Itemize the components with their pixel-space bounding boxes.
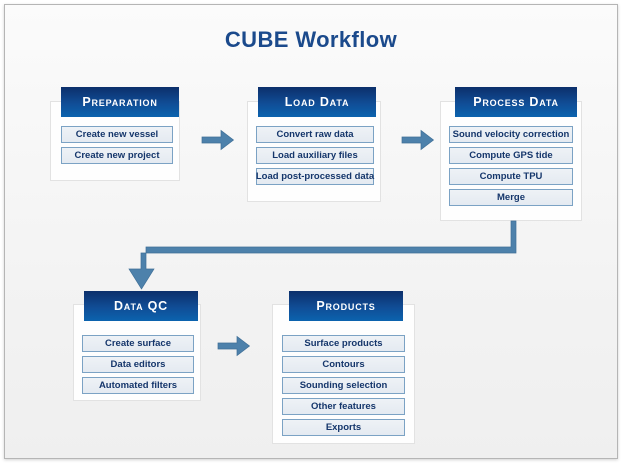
stage-header-products: Products xyxy=(289,291,403,321)
arrow-load-data-to-process-data xyxy=(401,129,435,151)
list-item[interactable]: Exports xyxy=(282,419,405,436)
list-item[interactable]: Other features xyxy=(282,398,405,415)
list-item[interactable]: Data editors xyxy=(82,356,194,373)
arrow-data-qc-to-products xyxy=(217,335,251,357)
diagram-frame: CUBE Workflow Preparation Create new ves… xyxy=(4,4,618,459)
list-item[interactable]: Load auxiliary files xyxy=(256,147,374,164)
stage-items-products: Surface products Contours Sounding selec… xyxy=(282,335,405,436)
list-item[interactable]: Load post-processed data xyxy=(256,168,374,185)
stage-items-process-data: Sound velocity correction Compute GPS ti… xyxy=(449,126,573,206)
list-item[interactable]: Compute TPU xyxy=(449,168,573,185)
list-item[interactable]: Sound velocity correction xyxy=(449,126,573,143)
list-item[interactable]: Create new project xyxy=(61,147,173,164)
list-item[interactable]: Create new vessel xyxy=(61,126,173,143)
list-item[interactable]: Compute GPS tide xyxy=(449,147,573,164)
stage-header-preparation: Preparation xyxy=(61,87,179,117)
stage-items-preparation: Create new vessel Create new project xyxy=(61,126,173,164)
list-item[interactable]: Sounding selection xyxy=(282,377,405,394)
list-item[interactable]: Surface products xyxy=(282,335,405,352)
list-item[interactable]: Automated filters xyxy=(82,377,194,394)
list-item[interactable]: Merge xyxy=(449,189,573,206)
stage-items-load-data: Convert raw data Load auxiliary files Lo… xyxy=(256,126,374,185)
stage-items-data-qc: Create surface Data editors Automated fi… xyxy=(82,335,194,394)
stage-header-data-qc: Data QC xyxy=(84,291,198,321)
stage-header-load-data: Load Data xyxy=(258,87,376,117)
diagram-canvas: CUBE Workflow Preparation Create new ves… xyxy=(5,5,617,458)
list-item[interactable]: Create surface xyxy=(82,335,194,352)
list-item[interactable]: Contours xyxy=(282,356,405,373)
stage-header-process-data: Process Data xyxy=(455,87,577,117)
arrow-preparation-to-load-data xyxy=(201,129,235,151)
connector-process-data-to-data-qc xyxy=(128,220,517,290)
page-title: CUBE Workflow xyxy=(224,27,398,52)
list-item[interactable]: Convert raw data xyxy=(256,126,374,143)
